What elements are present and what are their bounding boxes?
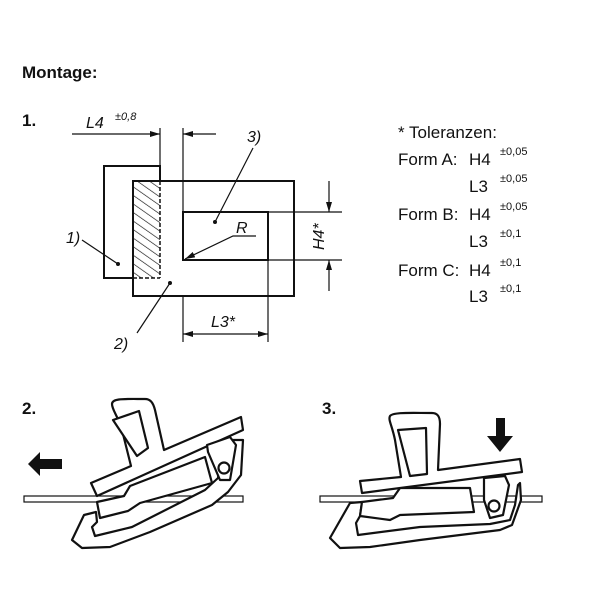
arrow-down-icon <box>487 418 513 452</box>
form-b-label: Form B: <box>398 205 458 224</box>
l3-label: L3* <box>211 314 236 331</box>
clip-body <box>328 481 523 550</box>
form-c-l3-tol: ±0,1 <box>500 283 521 295</box>
callout-3: 3) <box>247 129 261 146</box>
callout-2: 2) <box>113 336 128 353</box>
step-3-label: 3. <box>322 399 336 418</box>
form-c-h4-tol: ±0,1 <box>500 257 521 269</box>
step-1-label: 1. <box>22 111 36 130</box>
step-3-drawing <box>319 411 543 550</box>
l4-tolerance: ±0,8 <box>115 111 137 123</box>
tolerance-title: * Toleranzen: <box>398 123 497 142</box>
form-b-h4-tol: ±0,05 <box>500 201 527 213</box>
form-a-h4: H4 <box>469 150 491 169</box>
cutout-dimension-drawing: L4 ±0,8 3) R 1) 2) H4* L3* <box>66 111 342 353</box>
step-2-label: 2. <box>22 399 36 418</box>
hinge-pin <box>217 461 231 475</box>
form-c-label: Form C: <box>398 261 459 280</box>
lever-grip-hole <box>111 409 150 458</box>
form-a-h4-tol: ±0,05 <box>500 146 527 158</box>
hatched-overlap <box>133 181 160 278</box>
form-b-l3: L3 <box>469 232 488 251</box>
form-c-l3: L3 <box>469 287 488 306</box>
radius-label: R <box>236 220 248 237</box>
form-a-l3: L3 <box>469 177 488 196</box>
form-b-l3-tol: ±0,1 <box>500 228 521 240</box>
l4-label: L4 <box>86 115 104 132</box>
heading: Montage: <box>22 63 98 82</box>
tolerance-table: * Toleranzen: Form A: H4 ±0,05 L3 ±0,05 … <box>398 123 527 306</box>
clip-slot <box>358 486 476 522</box>
clip-slot <box>95 455 214 520</box>
lever-grip-hole <box>396 426 429 478</box>
form-b-h4: H4 <box>469 205 491 224</box>
arrow-left-icon <box>28 452 62 476</box>
latch-part-1 <box>103 165 161 279</box>
step-2-drawing <box>23 397 245 550</box>
h4-label: H4* <box>311 223 328 250</box>
form-a-label: Form A: <box>398 150 458 169</box>
form-c-h4: H4 <box>469 261 491 280</box>
callout-1: 1) <box>66 230 80 247</box>
form-a-l3-tol: ±0,05 <box>500 173 527 185</box>
hinge-pin <box>487 499 501 513</box>
cutout-part-3 <box>182 211 269 261</box>
